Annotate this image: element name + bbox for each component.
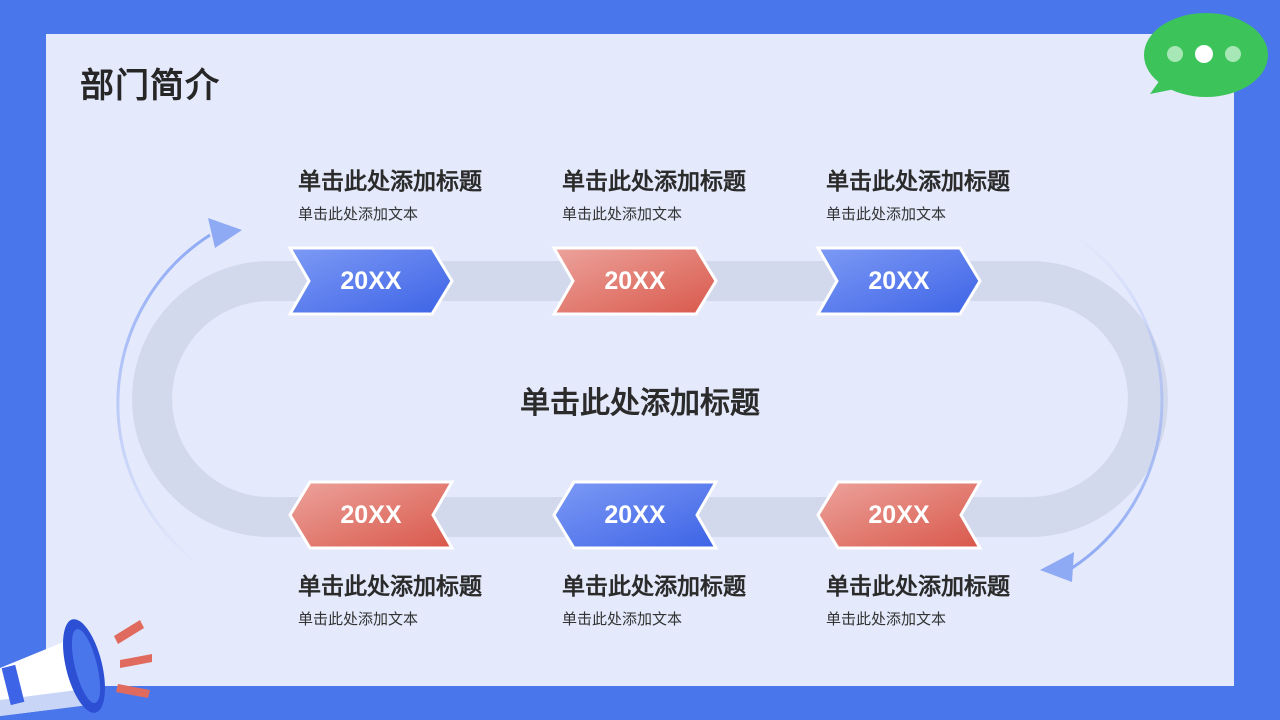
year-badge-top-2: 20XX: [551, 245, 719, 317]
bottom-item-2-text: 单击此处添加文本: [562, 610, 683, 628]
year-label: 20XX: [340, 500, 402, 529]
top-item-2-title: 单击此处添加标题: [562, 169, 746, 195]
bottom-item-2-title: 单击此处添加标题: [562, 574, 746, 600]
bottom-item-3-title: 单击此处添加标题: [826, 574, 1010, 600]
chevron-shape: [287, 246, 454, 316]
top-item-3-title: 单击此处添加标题: [826, 169, 1010, 195]
year-label: 20XX: [604, 266, 666, 295]
center-title: 单击此处添加标题: [520, 386, 760, 421]
bottom-item-1-text: 单击此处添加文本: [298, 610, 419, 628]
cycle-arrow-icon: [1040, 234, 1164, 582]
chevron-shape: [288, 480, 455, 550]
content-card: [46, 34, 1234, 686]
chevron-shape: [552, 480, 719, 550]
year-badge-bottom-3: 20XX: [815, 479, 983, 551]
chat-bubble-icon: [1144, 13, 1268, 97]
year-label: 20XX: [604, 500, 666, 529]
year-badge-bottom-1: 20XX: [287, 479, 455, 551]
chevron-shape: [551, 246, 718, 316]
year-badge-bottom-2: 20XX: [551, 479, 719, 551]
chevron-shape: [816, 480, 983, 550]
year-badge-top-3: 20XX: [815, 245, 983, 317]
year-label: 20XX: [868, 266, 930, 295]
year-label: 20XX: [868, 500, 930, 529]
year-badge-top-1: 20XX: [287, 245, 455, 317]
chevron-shape: [815, 246, 982, 316]
top-item-2-text: 单击此处添加文本: [562, 205, 683, 223]
cycle-arrow-icon: [116, 218, 242, 567]
bottom-item-3-text: 单击此处添加文本: [826, 610, 947, 628]
top-item-3-text: 单击此处添加文本: [826, 205, 947, 223]
page-title: 部门简介: [80, 66, 220, 106]
top-item-1-text: 单击此处添加文本: [298, 205, 419, 223]
megaphone-icon: [0, 619, 152, 716]
timeline-track: [132, 261, 1168, 537]
top-item-1-title: 单击此处添加标题: [298, 169, 482, 195]
year-label: 20XX: [340, 266, 402, 295]
bottom-item-1-title: 单击此处添加标题: [298, 574, 482, 600]
